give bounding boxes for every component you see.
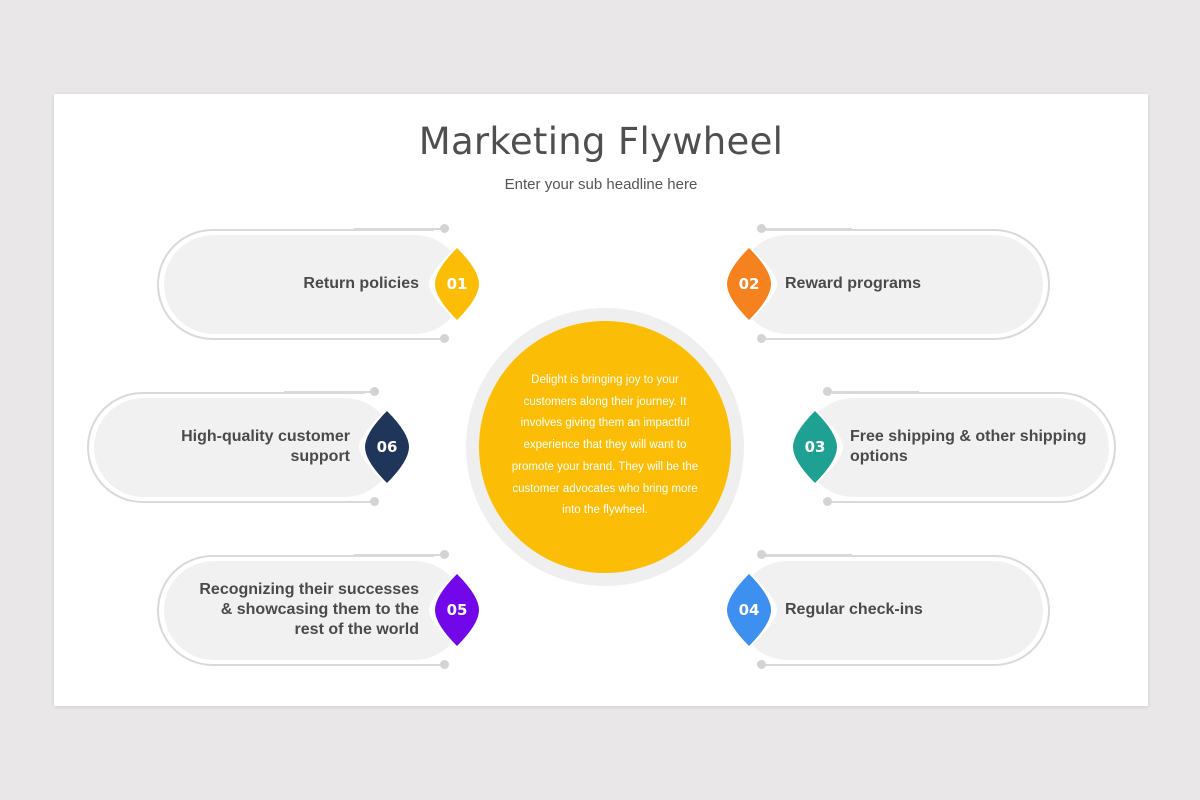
item-label: Reward programs: [785, 275, 922, 292]
connector-dot: [440, 660, 449, 669]
connector-dot: [440, 224, 449, 233]
item-label: Free shipping & other shipping options: [850, 428, 1087, 465]
slide-title: Marketing Flywheel: [418, 120, 784, 163]
connector-dot: [757, 550, 766, 559]
connector-dot: [823, 387, 832, 396]
connector-dot: [757, 660, 766, 669]
connector-dot: [370, 387, 379, 396]
item-label: Regular check-ins: [785, 601, 923, 618]
badge-number: 03: [804, 438, 826, 456]
item-label: Recognizing their successes & showcasing…: [199, 581, 419, 638]
center-circle: Delight is bringing joy to your customer…: [479, 321, 731, 573]
slide: Marketing Flywheel Enter your sub headli…: [54, 94, 1148, 706]
badge-leaf-icon: [727, 248, 771, 320]
item-label: High-quality customer support: [181, 428, 350, 465]
badge-number: 06: [376, 438, 398, 456]
connector-dot: [440, 550, 449, 559]
connector-dot: [757, 224, 766, 233]
connector-dot: [370, 497, 379, 506]
badge-leaf-icon: [435, 248, 479, 320]
connector-dot: [440, 334, 449, 343]
badge-number: 01: [446, 275, 468, 293]
badge-number: 05: [446, 601, 468, 619]
badge-leaf-icon: [435, 574, 479, 646]
badge-leaf-icon: [793, 411, 837, 483]
badge-number: 04: [738, 601, 760, 619]
center-description: Delight is bringing joy to your customer…: [511, 373, 699, 517]
item-label: Return policies: [303, 275, 419, 292]
badge-leaf-icon: [365, 411, 409, 483]
badge-number: 02: [738, 275, 760, 293]
connector-dot: [757, 334, 766, 343]
badge-leaf-icon: [727, 574, 771, 646]
connector-dot: [823, 497, 832, 506]
slide-subtitle: Enter your sub headline here: [504, 176, 698, 193]
